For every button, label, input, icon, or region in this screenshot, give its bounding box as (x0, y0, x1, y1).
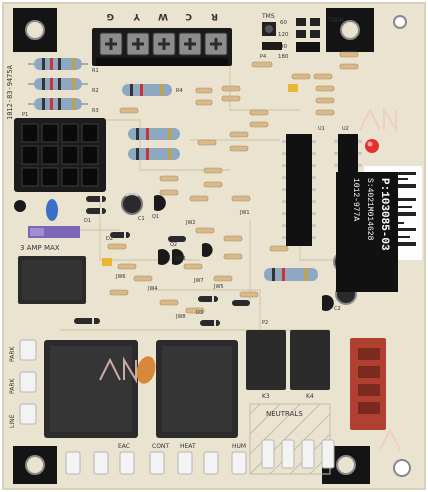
svg-text:R4: R4 (176, 88, 183, 94)
svg-text:PARK: PARK (9, 345, 16, 362)
tms-switch (262, 22, 276, 36)
relay-codes: K3 K4 (262, 393, 314, 400)
terminal-letters: R C W Y G (107, 11, 218, 21)
part-number-line1: P:103085-03 (378, 178, 390, 251)
neutrals-label: NEUTRALS (266, 410, 303, 418)
thermostat-terminal-block (92, 28, 232, 66)
relay-k3 (246, 330, 286, 390)
terminal-w: W (158, 11, 168, 21)
svg-text:JW3: JW3 (175, 256, 186, 262)
resistors-center (122, 84, 318, 281)
svg-text:D2: D2 (106, 236, 113, 242)
svg-text:C1: C1 (138, 216, 145, 222)
copper-traces (40, 60, 360, 331)
svg-text:JW2: JW2 (185, 220, 196, 226)
watermark (99, 106, 401, 451)
integrated-circuits (282, 134, 362, 246)
part-number-banner: P:103085-03 S:4021M014628 1012-977A (336, 172, 398, 292)
delay-values: 60 120 90 180 (278, 20, 289, 60)
svg-text:180: 180 (278, 54, 289, 60)
svg-text:120: 120 (278, 32, 289, 38)
svg-text:Q2: Q2 (170, 242, 177, 248)
svg-text:JW1: JW1 (239, 210, 250, 216)
svg-text:LINE: LINE (9, 414, 16, 428)
fuse-rating: 3 AMP MAX (20, 244, 60, 252)
twin-header (262, 42, 282, 50)
spade-terminals (19, 339, 335, 475)
svg-text:PARK: PARK (9, 377, 16, 394)
part-number-line3: 1012-977A (351, 178, 360, 221)
terminal-c: C (185, 11, 192, 21)
twin-label: TWIN (327, 17, 344, 24)
svg-text:U2: U2 (342, 126, 349, 132)
svg-text:R2: R2 (92, 88, 99, 94)
svg-text:C2: C2 (334, 306, 341, 312)
svg-text:JW8: JW8 (175, 314, 186, 320)
transistors (154, 195, 334, 311)
svg-text:R1: R1 (92, 68, 99, 74)
relay-k4 (290, 330, 330, 390)
terminal-labels-lower: PARK PARK LINE CONT EAC HEAT HUM (9, 345, 246, 450)
svg-text:U1: U1 (318, 126, 325, 132)
delay-jumper-block (296, 18, 320, 52)
svg-text:R3: R3 (92, 108, 99, 114)
svg-text:60: 60 (280, 20, 287, 26)
main-relays (44, 330, 330, 438)
svg-text:JW6: JW6 (115, 274, 126, 280)
terminal-r: R (211, 11, 218, 21)
left-edge-code: 1012-83-9475A (6, 64, 14, 120)
fuse (28, 226, 80, 238)
relay-small (18, 256, 86, 304)
svg-text:EAC: EAC (118, 443, 130, 450)
tms-label: TMS (261, 13, 275, 20)
diodes (74, 196, 250, 326)
power-plug (350, 338, 386, 430)
svg-text:D3: D3 (196, 310, 203, 316)
mounting-pads (13, 8, 411, 484)
svg-text:D1: D1 (84, 218, 91, 224)
svg-text:JW5: JW5 (213, 284, 224, 290)
terminal-g: G (107, 11, 114, 21)
terminal-y: Y (133, 11, 141, 21)
status-led (365, 139, 379, 153)
svg-text:K3: K3 (262, 393, 270, 400)
part-number-line2: S:4021M014628 (365, 178, 374, 241)
component-designators: R1 R2 R3 R4 D1 D2 D3 Q1 Q2 C1 C2 U1 U2 J… (22, 54, 349, 326)
svg-text:HUM: HUM (232, 443, 246, 450)
svg-text:90: 90 (280, 44, 287, 50)
svg-text:Q1: Q1 (152, 214, 159, 220)
svg-text:JW4: JW4 (147, 286, 158, 292)
svg-text:P1: P1 (22, 112, 28, 118)
svg-text:P4: P4 (260, 54, 266, 60)
svg-text:JW7: JW7 (193, 278, 204, 284)
resistors-top-left (28, 58, 88, 110)
svg-text:K4: K4 (306, 393, 314, 400)
svg-text:P2: P2 (262, 320, 268, 326)
svg-text:HEAT: HEAT (180, 443, 196, 450)
orange-capacitor (136, 356, 156, 384)
twelve-pin-connector (14, 118, 106, 192)
svg-text:CONT: CONT (152, 443, 169, 450)
